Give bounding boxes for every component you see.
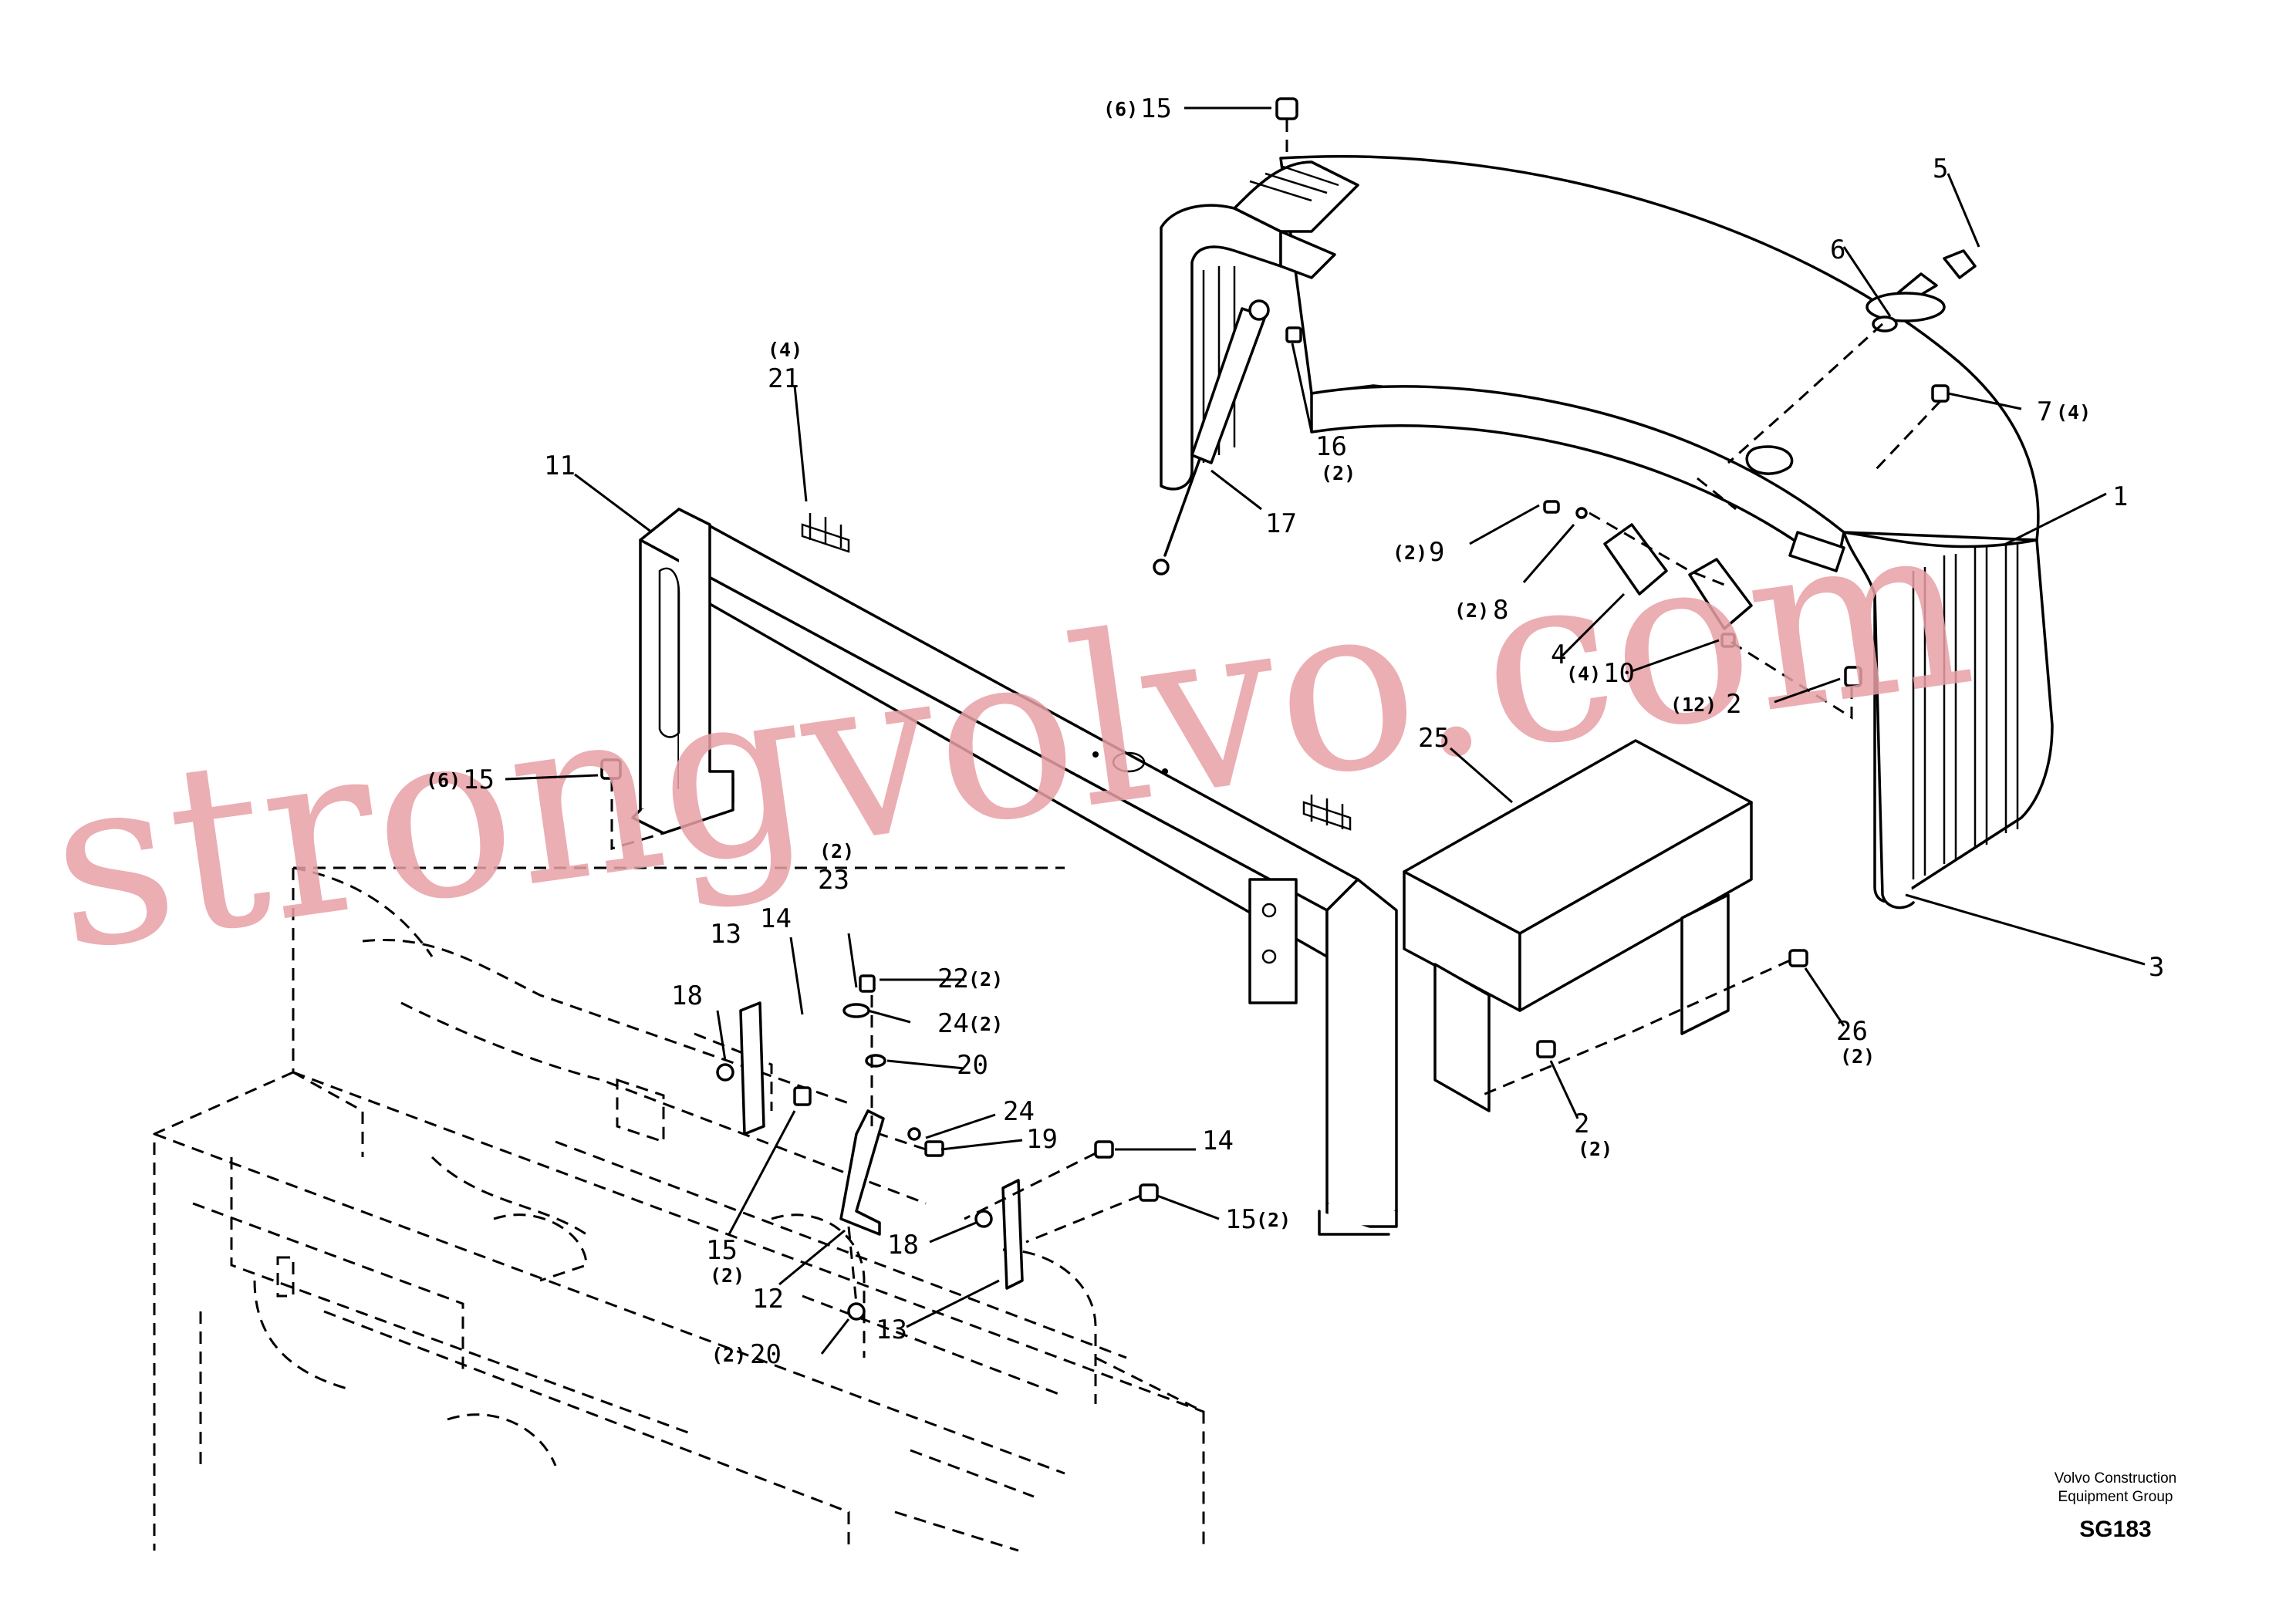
callout-25: 25 [1418, 723, 1450, 754]
qty-21: (4) [768, 339, 802, 361]
qty-16: (2) [1321, 462, 1356, 484]
callout-17: 17 [1265, 508, 1297, 539]
callout-15-top: 15 [1140, 93, 1172, 124]
qty-2: (12) [1670, 694, 1717, 716]
support-frame [631, 508, 1398, 1236]
callout-18-left: 18 [671, 980, 703, 1011]
filler-box [1403, 739, 1753, 1112]
callout-24-mid: 24 [1003, 1096, 1035, 1127]
qty-23: (2) [819, 840, 854, 862]
callout-20-top: 20 [957, 1050, 988, 1081]
qty-2-low: (2) [1578, 1138, 1612, 1160]
callout-11: 11 [544, 451, 576, 481]
company-line-1: Volvo Construction [2055, 1470, 2176, 1487]
callout-12: 12 [752, 1284, 784, 1315]
callout-13-low: 13 [876, 1315, 907, 1345]
callout-16: 16 [1315, 431, 1347, 462]
callout-14-top: 14 [760, 903, 792, 934]
qty-15-right: (2) [1256, 1209, 1291, 1231]
callout-20-low: 20 [750, 1339, 782, 1370]
callout-21: 21 [768, 363, 799, 394]
callout-10: 10 [1603, 658, 1635, 689]
side-cover [1873, 592, 1915, 910]
callout-24-top: 24 [937, 1008, 969, 1039]
callout-26: 26 [1836, 1016, 1868, 1047]
callout-7: 7 [2037, 397, 2052, 427]
callout-1: 1 [2112, 481, 2128, 512]
gas-strut [1153, 299, 1270, 575]
callout-22: 22 [937, 964, 969, 994]
callout-15-right: 15 [1225, 1204, 1257, 1235]
callout-3: 3 [2149, 952, 2164, 983]
callout-23: 23 [818, 865, 849, 896]
callout-15-low: 15 [706, 1235, 738, 1266]
upper-structure-outline [153, 866, 1205, 1552]
qty-8: (2) [1454, 599, 1489, 622]
qty-7: (4) [2056, 401, 2091, 424]
qty-9: (2) [1393, 542, 1427, 564]
callout-19: 19 [1026, 1124, 1058, 1155]
qty-26: (2) [1840, 1045, 1875, 1068]
callout-14-right: 14 [1202, 1126, 1234, 1156]
callout-8: 8 [1493, 595, 1508, 626]
qty-20: (2) [711, 1344, 746, 1366]
qty-15-low: (2) [710, 1264, 745, 1287]
qty-22: (2) [968, 968, 1003, 991]
company-line-2: Equipment Group [2058, 1489, 2173, 1505]
callout-2: 2 [1726, 689, 1741, 720]
callout-9: 9 [1429, 537, 1444, 568]
part-callouts: (6) 15 5 6 7 (4) 1 16 (2) 17 (4) 21 11 (… [426, 93, 2164, 1370]
leader-lines [505, 106, 2146, 1355]
qty-10: (4) [1566, 663, 1601, 685]
assembly-dash-lines [610, 120, 1942, 1304]
callout-4: 4 [1551, 640, 1566, 670]
callout-15-left: 15 [463, 764, 495, 795]
callout-6: 6 [1830, 235, 1845, 265]
brackets [739, 1001, 1024, 1290]
qty-24: (2) [968, 1013, 1003, 1035]
qty-15-top: (6) [1103, 98, 1138, 120]
qty-15-left: (6) [426, 769, 461, 791]
drawing-code: SG183 [2079, 1517, 2151, 1542]
callout-5: 5 [1933, 154, 1948, 184]
callout-18-right: 18 [887, 1230, 919, 1261]
callout-13-top: 13 [710, 919, 741, 950]
title-block: Volvo Construction Equipment Group SG183 [2055, 1470, 2176, 1542]
callout-2-low: 2 [1574, 1109, 1589, 1139]
